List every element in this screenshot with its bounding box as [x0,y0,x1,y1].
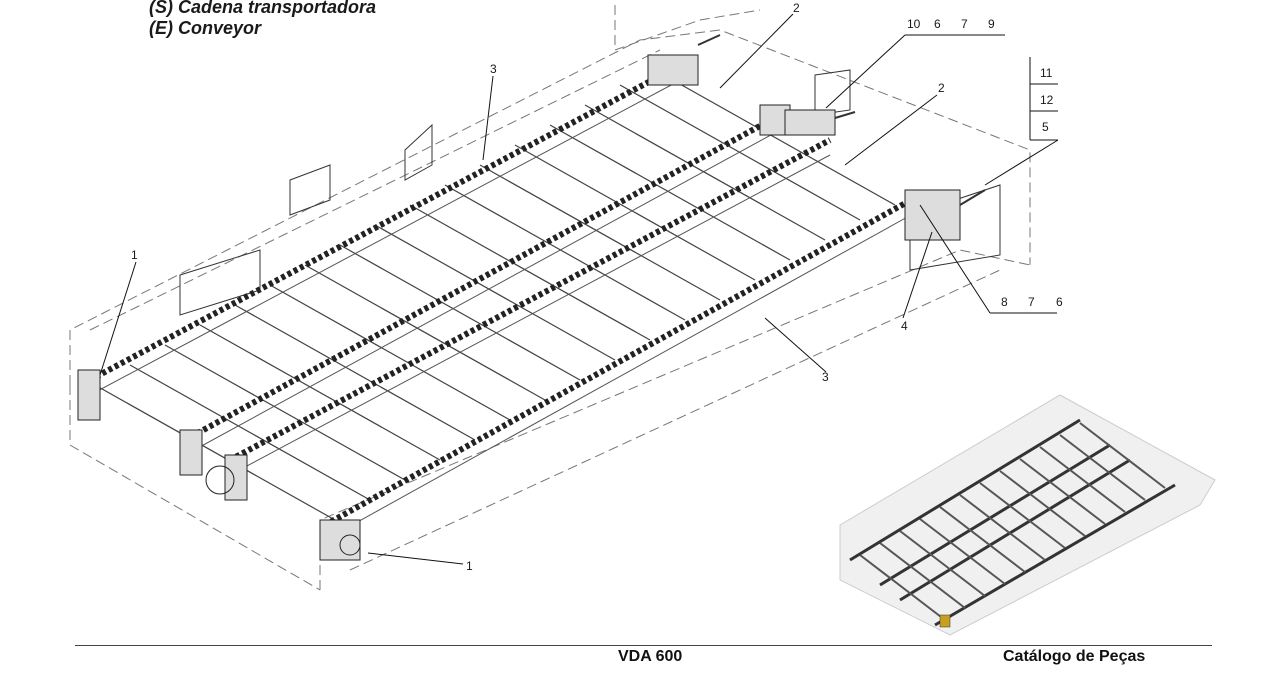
callout-1-bottom: 1 [466,559,473,573]
title-spanish: (S) Cadena transportadora [149,0,377,17]
callout-group-12: 12 [1040,93,1054,107]
callout-group-9: 9 [988,17,995,31]
cross-rods [94,69,896,521]
footer-model: VDA 600 [618,648,683,665]
callout-group-5: 5 [1042,120,1049,134]
callout-1-left: 1 [131,248,138,262]
diagram-title: (S) Cadena transportadora (E) Conveyor [149,0,376,39]
callout-group-11: 11 [1040,66,1053,80]
callout-3-top: 3 [490,62,497,76]
footer-catalog: Catálogo de Peças [1003,648,1146,665]
callout-2-right: 2 [938,81,945,95]
footer-rule [75,645,1212,646]
callout-group-7b: 7 [1028,295,1035,309]
callout-group-7a: 7 [961,17,968,31]
callout-3-bottom: 3 [822,370,829,384]
inset-render [839,394,1216,636]
end-blocks [77,54,961,561]
callout-4: 4 [901,319,908,333]
callout-group-8: 8 [1001,295,1008,309]
callout-2-top: 2 [793,1,800,15]
callout-group-6a: 6 [934,17,941,31]
chains [88,57,922,528]
chain-edges [89,74,921,541]
callout-group-10: 10 [907,17,921,31]
shafts [697,34,986,206]
leader-lines [99,13,1059,565]
title-english: (E) Conveyor [149,18,262,38]
callout-group-6b: 6 [1056,295,1063,309]
frame-plates [179,69,1001,316]
